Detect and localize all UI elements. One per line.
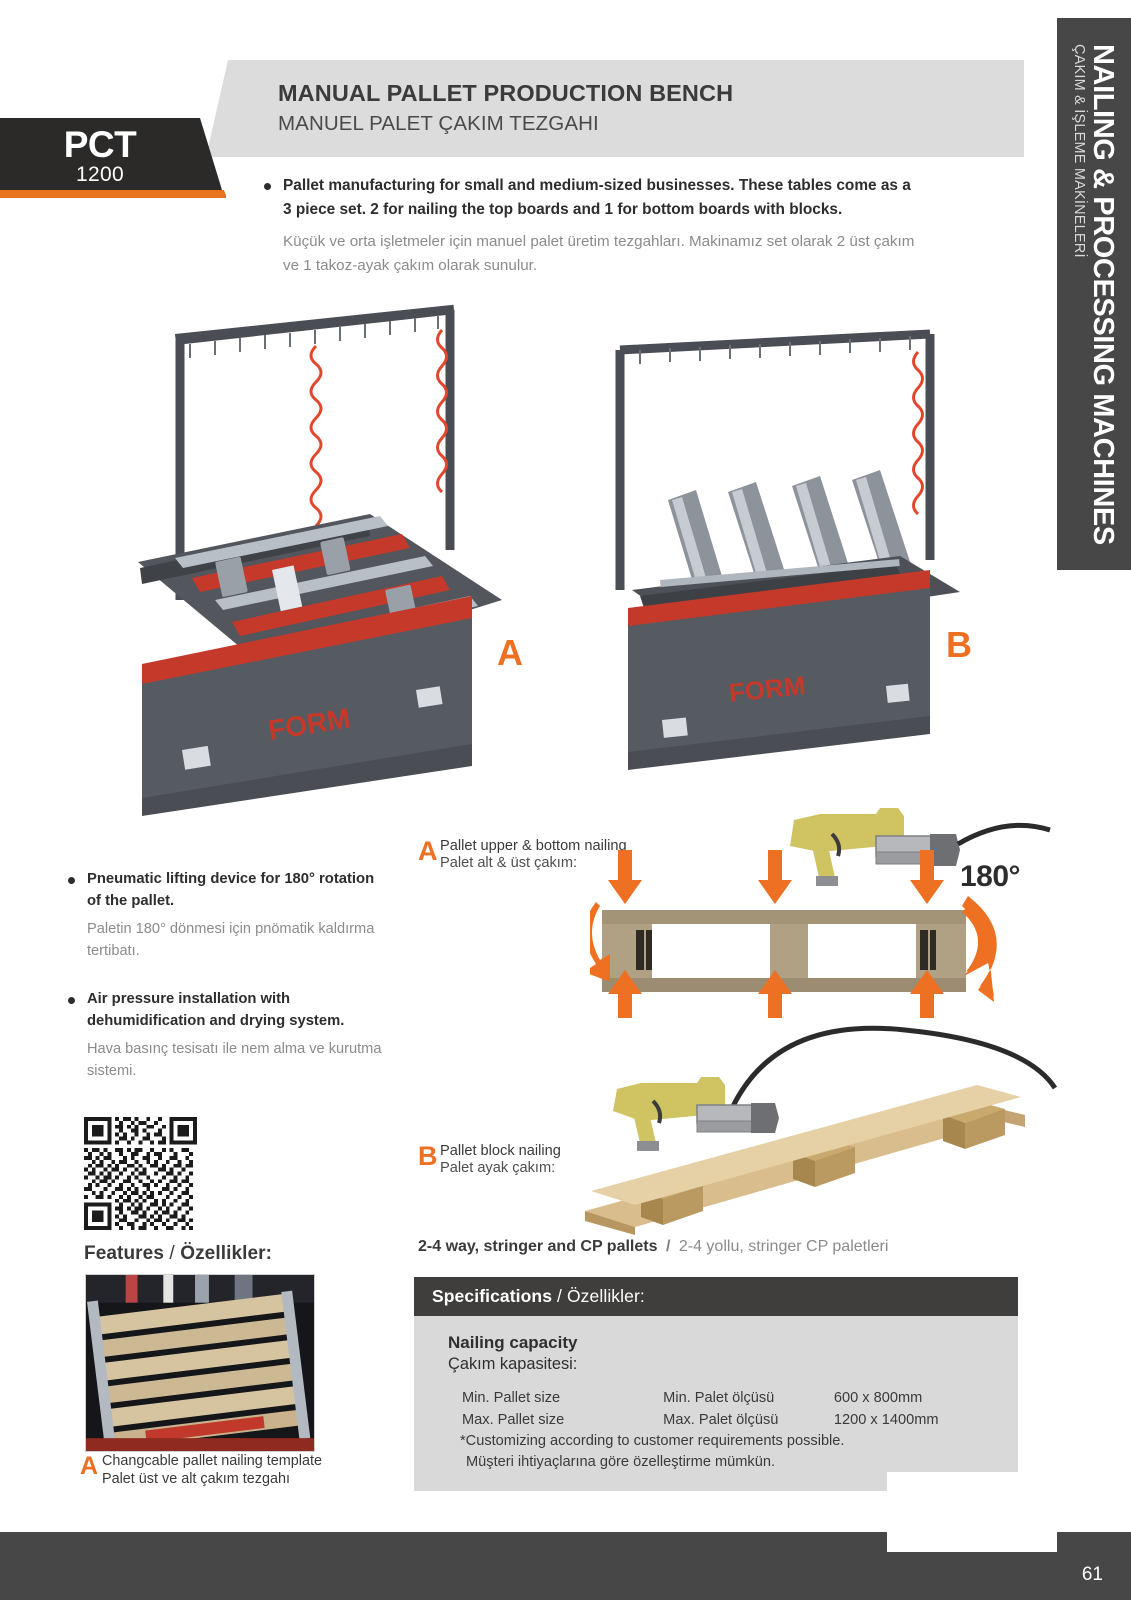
caption-letter-a: A (80, 1452, 99, 1480)
category-title-en: NAILING & PROCESSING MACHINES (1087, 44, 1120, 545)
feature-1-en: Pneumatic lifting device for 180° rotati… (87, 871, 375, 909)
nail-gun-icon (613, 1077, 779, 1151)
spec-note-tr: Müşteri ihtiyaçlarına göre özelleştirme … (466, 1454, 776, 1470)
pallet-types-separator: / (665, 1238, 671, 1255)
pallet-types-tr: 2-4 yollu, stringer CP paletleri (678, 1238, 889, 1255)
up-arrows (608, 970, 944, 1018)
header-banner (206, 60, 1024, 157)
qr-code[interactable] (84, 1117, 197, 1230)
air-hose (309, 328, 448, 528)
pallet-side-view (602, 910, 966, 992)
machine-label-a: A (497, 632, 523, 673)
rotation-arrow-right (962, 896, 997, 1002)
category-title-tr: ÇAKIM & İŞLEME MAKİNELERİ (1071, 44, 1088, 258)
machine-label-b: B (946, 624, 972, 665)
specifications-body: Nailing capacity Çakım kapasitesi: Min. … (414, 1316, 1018, 1491)
spec-row-0-value: 600 x 800mm (833, 1390, 923, 1406)
feature-item-2: Air pressure installation with dehumidif… (62, 988, 392, 1082)
features-heading-en: Features (84, 1243, 165, 1264)
specifications-header-en: Specifications (432, 1286, 553, 1306)
page-title: MANUAL PALLET PRODUCTION BENCH (278, 80, 734, 106)
page-subtitle: MANUEL PALET ÇAKIM TEZGAHI (278, 112, 599, 135)
spec-note-en: *Customizing according to customer requi… (460, 1433, 845, 1449)
intro-text-tr: Küçük ve orta işletmeler için manuel pal… (283, 233, 915, 274)
spec-row: Min. Pallet size Min. Palet ölçüsü 600 x… (448, 1387, 1000, 1409)
caption-en: Changcable pallet nailing template (102, 1453, 323, 1469)
spec-row: Max. Pallet size Max. Palet ölçüsü 1200 … (448, 1409, 1000, 1431)
rotation-arrow-left (590, 902, 610, 982)
intro-block: Pallet manufacturing for small and mediu… (258, 174, 918, 278)
pallet-nailing-diagram (590, 808, 1051, 1018)
specifications-header-tr: Özellikler: (566, 1286, 645, 1306)
features-heading-tr: Özellikler: (180, 1243, 273, 1264)
features-list: Pneumatic lifting device for 180° rotati… (62, 868, 392, 1086)
callout-b-letter: B (418, 1141, 438, 1171)
feature-2-tr: Hava basınç tesisatı ile nem alma ve kur… (87, 1041, 382, 1079)
air-hose (722, 1025, 1058, 1126)
feature-1-tr: Paletin 180° dönmesi için pnömatik kaldı… (87, 921, 375, 959)
footer-white-notch (887, 1472, 1057, 1552)
specifications-header: Specifications / Özellikler: (414, 1277, 1018, 1316)
specifications-panel: Specifications / Özellikler: Nailing cap… (414, 1277, 1018, 1491)
pallet-types-line: 2-4 way, stringer and CP pallets / 2-4 y… (418, 1238, 888, 1256)
model-badge: PCT 1200 (0, 118, 222, 190)
callout-b: B Pallet block nailing Palet ayak çakım: (418, 1143, 718, 1177)
feature-photo (85, 1274, 315, 1452)
intro-text-en: Pallet manufacturing for small and mediu… (283, 177, 911, 218)
callout-b-en: Pallet block nailing (440, 1143, 561, 1159)
air-hose (912, 350, 924, 516)
down-arrows (608, 850, 944, 904)
specifications-header-separator: / (557, 1286, 562, 1306)
intro-bullet: Pallet manufacturing for small and mediu… (258, 174, 918, 278)
spec-row-1-tr: Max. Palet ölçüsü (663, 1412, 779, 1428)
feature-photo-caption: A Changcable pallet nailing template Pal… (80, 1452, 400, 1488)
machine-photo-b: FORM (615, 329, 960, 770)
spec-row-0-en: Min. Pallet size (462, 1390, 561, 1406)
features-heading: Features / Özellikler: (84, 1243, 272, 1265)
features-heading-separator: / (169, 1243, 175, 1264)
spec-row-0-tr: Min. Palet ölçüsü (663, 1390, 775, 1406)
model-name: PCT (63, 124, 137, 165)
callout-a-tr: Palet alt & üst çakım: (440, 855, 578, 871)
category-tab: NAILING & PROCESSING MACHINES ÇAKIM & İŞ… (1057, 18, 1131, 570)
block-nailing-diagram (585, 1025, 1058, 1235)
page-number: 61 (1081, 1564, 1103, 1585)
header-text-group: MANUAL PALLET PRODUCTION BENCH MANUEL PA… (278, 78, 978, 138)
pallet-stringer (585, 1085, 1025, 1235)
feature-2-en: Air pressure installation with dehumidif… (87, 991, 345, 1029)
pallet-types-en: 2-4 way, stringer and CP pallets (418, 1238, 658, 1255)
capacity-label-tr: Çakım kapasitesi: (448, 1355, 578, 1373)
spec-row-1-en: Max. Pallet size (462, 1412, 565, 1428)
callout-a-letter: A (418, 836, 438, 866)
spec-row-1-value: 1200 x 1400mm (833, 1412, 939, 1428)
callout-b-tr: Palet ayak çakım: (440, 1160, 556, 1176)
badge-orange-rule (0, 190, 226, 198)
category-tab-inner: NAILING & PROCESSING MACHINES ÇAKIM & İŞ… (1057, 18, 1131, 570)
model-size: 1200 (76, 163, 124, 186)
callout-a-en: Pallet upper & bottom nailing (440, 838, 627, 854)
callout-a: A Pallet upper & bottom nailing Palet al… (418, 838, 718, 872)
caption-tr: Palet üst ve alt çakım tezgahı (102, 1471, 290, 1487)
rotation-degree-label: 180° (960, 860, 1021, 893)
capacity-label-en: Nailing capacity (448, 1333, 578, 1352)
feature-item-1: Pneumatic lifting device for 180° rotati… (62, 868, 392, 962)
machine-photo-a: FORM (138, 304, 502, 816)
